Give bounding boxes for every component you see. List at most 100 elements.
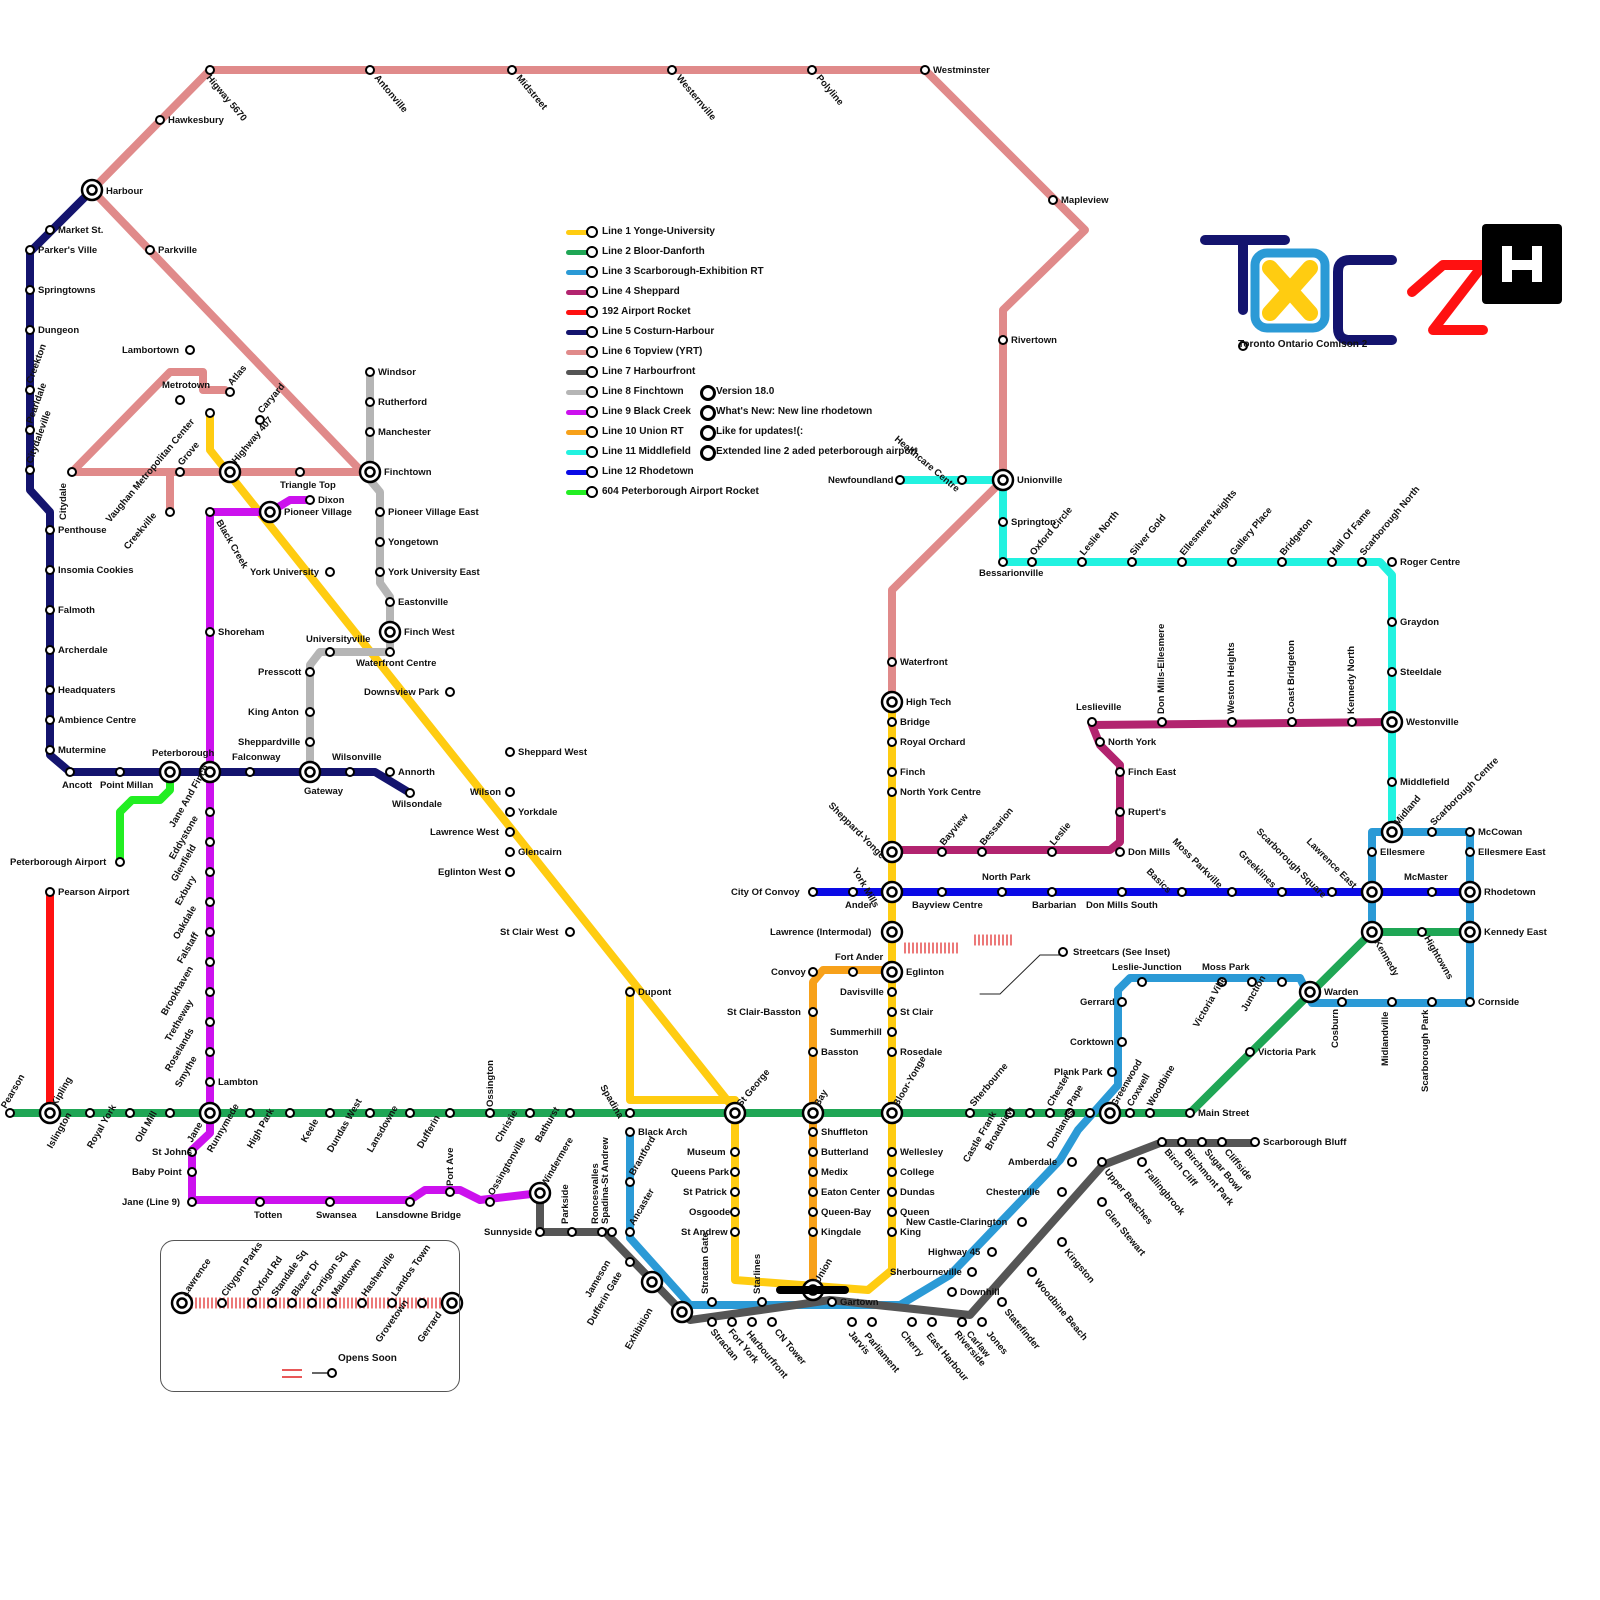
station-lambton[interactable]: [205, 1077, 215, 1087]
station-fortigon-sq[interactable]: [307, 1298, 317, 1308]
station-falconway[interactable]: [245, 767, 255, 777]
station-oakdale[interactable]: [205, 897, 215, 907]
station-smythe[interactable]: [205, 1047, 215, 1057]
station-rupert-s[interactable]: [1115, 807, 1125, 817]
station-atlas[interactable]: [225, 387, 235, 397]
station-maidtown[interactable]: [327, 1298, 337, 1308]
station-pearson-airport[interactable]: [45, 887, 55, 897]
station-york-mills[interactable]: [880, 880, 904, 904]
station-ossingtonville[interactable]: [485, 1197, 495, 1207]
station-sheppardville[interactable]: [305, 737, 315, 747]
station-highway-45[interactable]: [987, 1247, 997, 1257]
station-mccowan[interactable]: [1465, 827, 1475, 837]
station-scarborough-park[interactable]: [1427, 997, 1437, 1007]
station-gallery-place[interactable]: [1227, 557, 1237, 567]
station-jane-and-finch[interactable]: [198, 760, 222, 784]
station-leslie-junction[interactable]: [1137, 977, 1147, 987]
station-weston-heights[interactable]: [1227, 717, 1237, 727]
station-parker-s-ville[interactable]: [25, 245, 35, 255]
station-hall-of-fame[interactable]: [1327, 557, 1337, 567]
station-corktown[interactable]: [1117, 1037, 1127, 1047]
station-citygon-parks[interactable]: [217, 1298, 227, 1308]
station-black-arch[interactable]: [625, 1127, 635, 1137]
station-pearldale[interactable]: [25, 425, 35, 435]
station-greeklines[interactable]: [1277, 887, 1287, 897]
station-swansea[interactable]: [325, 1197, 335, 1207]
station-queen[interactable]: [887, 1207, 897, 1217]
station-bessarionville[interactable]: [998, 557, 1008, 567]
station-pioneer-village-east[interactable]: [375, 507, 385, 517]
station-east-harbour[interactable]: [927, 1317, 937, 1327]
station-baby-point[interactable]: [187, 1167, 197, 1177]
station-north-york-centre[interactable]: [887, 787, 897, 797]
station-scarborough-centre[interactable]: [1427, 827, 1437, 837]
station-rutherford[interactable]: [365, 397, 375, 407]
station-moss-parkville[interactable]: [1227, 887, 1237, 897]
station-st-clair-west[interactable]: [565, 927, 575, 937]
station-healthcare-centre[interactable]: [957, 475, 967, 485]
station-port-ave[interactable]: [445, 1187, 455, 1197]
station-springtowns[interactable]: [25, 285, 35, 295]
station-westminster[interactable]: [920, 65, 930, 75]
station-waterfront-centre[interactable]: [385, 647, 395, 657]
station-gerrard[interactable]: [1117, 997, 1127, 1007]
station-harbourfront[interactable]: [747, 1317, 757, 1327]
station-vaughan-metropolitan-center[interactable]: [205, 408, 215, 418]
station-exbury[interactable]: [205, 867, 215, 877]
station-fort-york[interactable]: [727, 1317, 737, 1327]
station-cosburn[interactable]: [1337, 997, 1347, 1007]
station-parkville[interactable]: [145, 245, 155, 255]
station-landos-town[interactable]: [387, 1298, 397, 1308]
station-moss-park[interactable]: [1217, 977, 1227, 987]
station-college[interactable]: [887, 1167, 897, 1177]
station-shuffleton[interactable]: [808, 1127, 818, 1137]
station-glenfield[interactable]: [205, 837, 215, 847]
station-ancaster[interactable]: [625, 1227, 635, 1237]
station-roger-centre[interactable]: [1387, 557, 1397, 567]
station-eastonville[interactable]: [385, 597, 395, 607]
station-newfoundland[interactable]: [895, 475, 905, 485]
station-unionville[interactable]: [991, 468, 1015, 492]
station-leslieville[interactable]: [1087, 717, 1097, 727]
station-leslie-north[interactable]: [1077, 557, 1087, 567]
station-coxwell[interactable]: [1125, 1108, 1135, 1118]
station-pioneer-village[interactable]: [258, 500, 282, 524]
station-oxford-circle[interactable]: [1027, 557, 1037, 567]
station-midstreet[interactable]: [507, 65, 517, 75]
station-don-mills-ellesmere[interactable]: [1157, 717, 1167, 727]
station-archerdale[interactable]: [45, 645, 55, 655]
station-stractan[interactable]: [707, 1317, 717, 1327]
station-ancott[interactable]: [65, 767, 75, 777]
station-donlands[interactable]: [1085, 1108, 1095, 1118]
station-grovetown[interactable]: [417, 1298, 427, 1308]
station-scarborough-bluff[interactable]: [1250, 1137, 1260, 1147]
station-ossington[interactable]: [485, 1108, 495, 1118]
station-market-st[interactable]: [45, 225, 55, 235]
station-jameson[interactable]: [625, 1257, 635, 1267]
station-queens-park[interactable]: [730, 1167, 740, 1177]
station-cn-tower[interactable]: [767, 1317, 777, 1327]
station-gartown[interactable]: [827, 1297, 837, 1307]
station-north-york[interactable]: [1095, 737, 1105, 747]
station-queen-bay[interactable]: [808, 1207, 818, 1217]
station-basston[interactable]: [808, 1047, 818, 1057]
station-dundas[interactable]: [887, 1187, 897, 1197]
station-graydon[interactable]: [1387, 617, 1397, 627]
station-antonville[interactable]: [365, 65, 375, 75]
station-creekton[interactable]: [25, 385, 35, 395]
station-eglinton-west[interactable]: [505, 867, 515, 877]
station-cliffside[interactable]: [1217, 1137, 1227, 1147]
station-wilsondale[interactable]: [405, 788, 415, 798]
station-victoria-park[interactable]: [1245, 1047, 1255, 1057]
station-spadina-st-andrew[interactable]: [607, 1227, 617, 1237]
station-islington[interactable]: [85, 1108, 95, 1118]
station-statefinder[interactable]: [997, 1297, 1007, 1307]
station-rosedale[interactable]: [887, 1047, 897, 1057]
station-birchmont-park[interactable]: [1177, 1137, 1187, 1147]
station-coast-bridgeton[interactable]: [1287, 717, 1297, 727]
station-gateway[interactable]: [298, 760, 322, 784]
station-insomia-cookies[interactable]: [45, 565, 55, 575]
station-christie[interactable]: [525, 1108, 535, 1118]
station-kingston[interactable]: [1057, 1237, 1067, 1247]
station-jarvis[interactable]: [847, 1317, 857, 1327]
